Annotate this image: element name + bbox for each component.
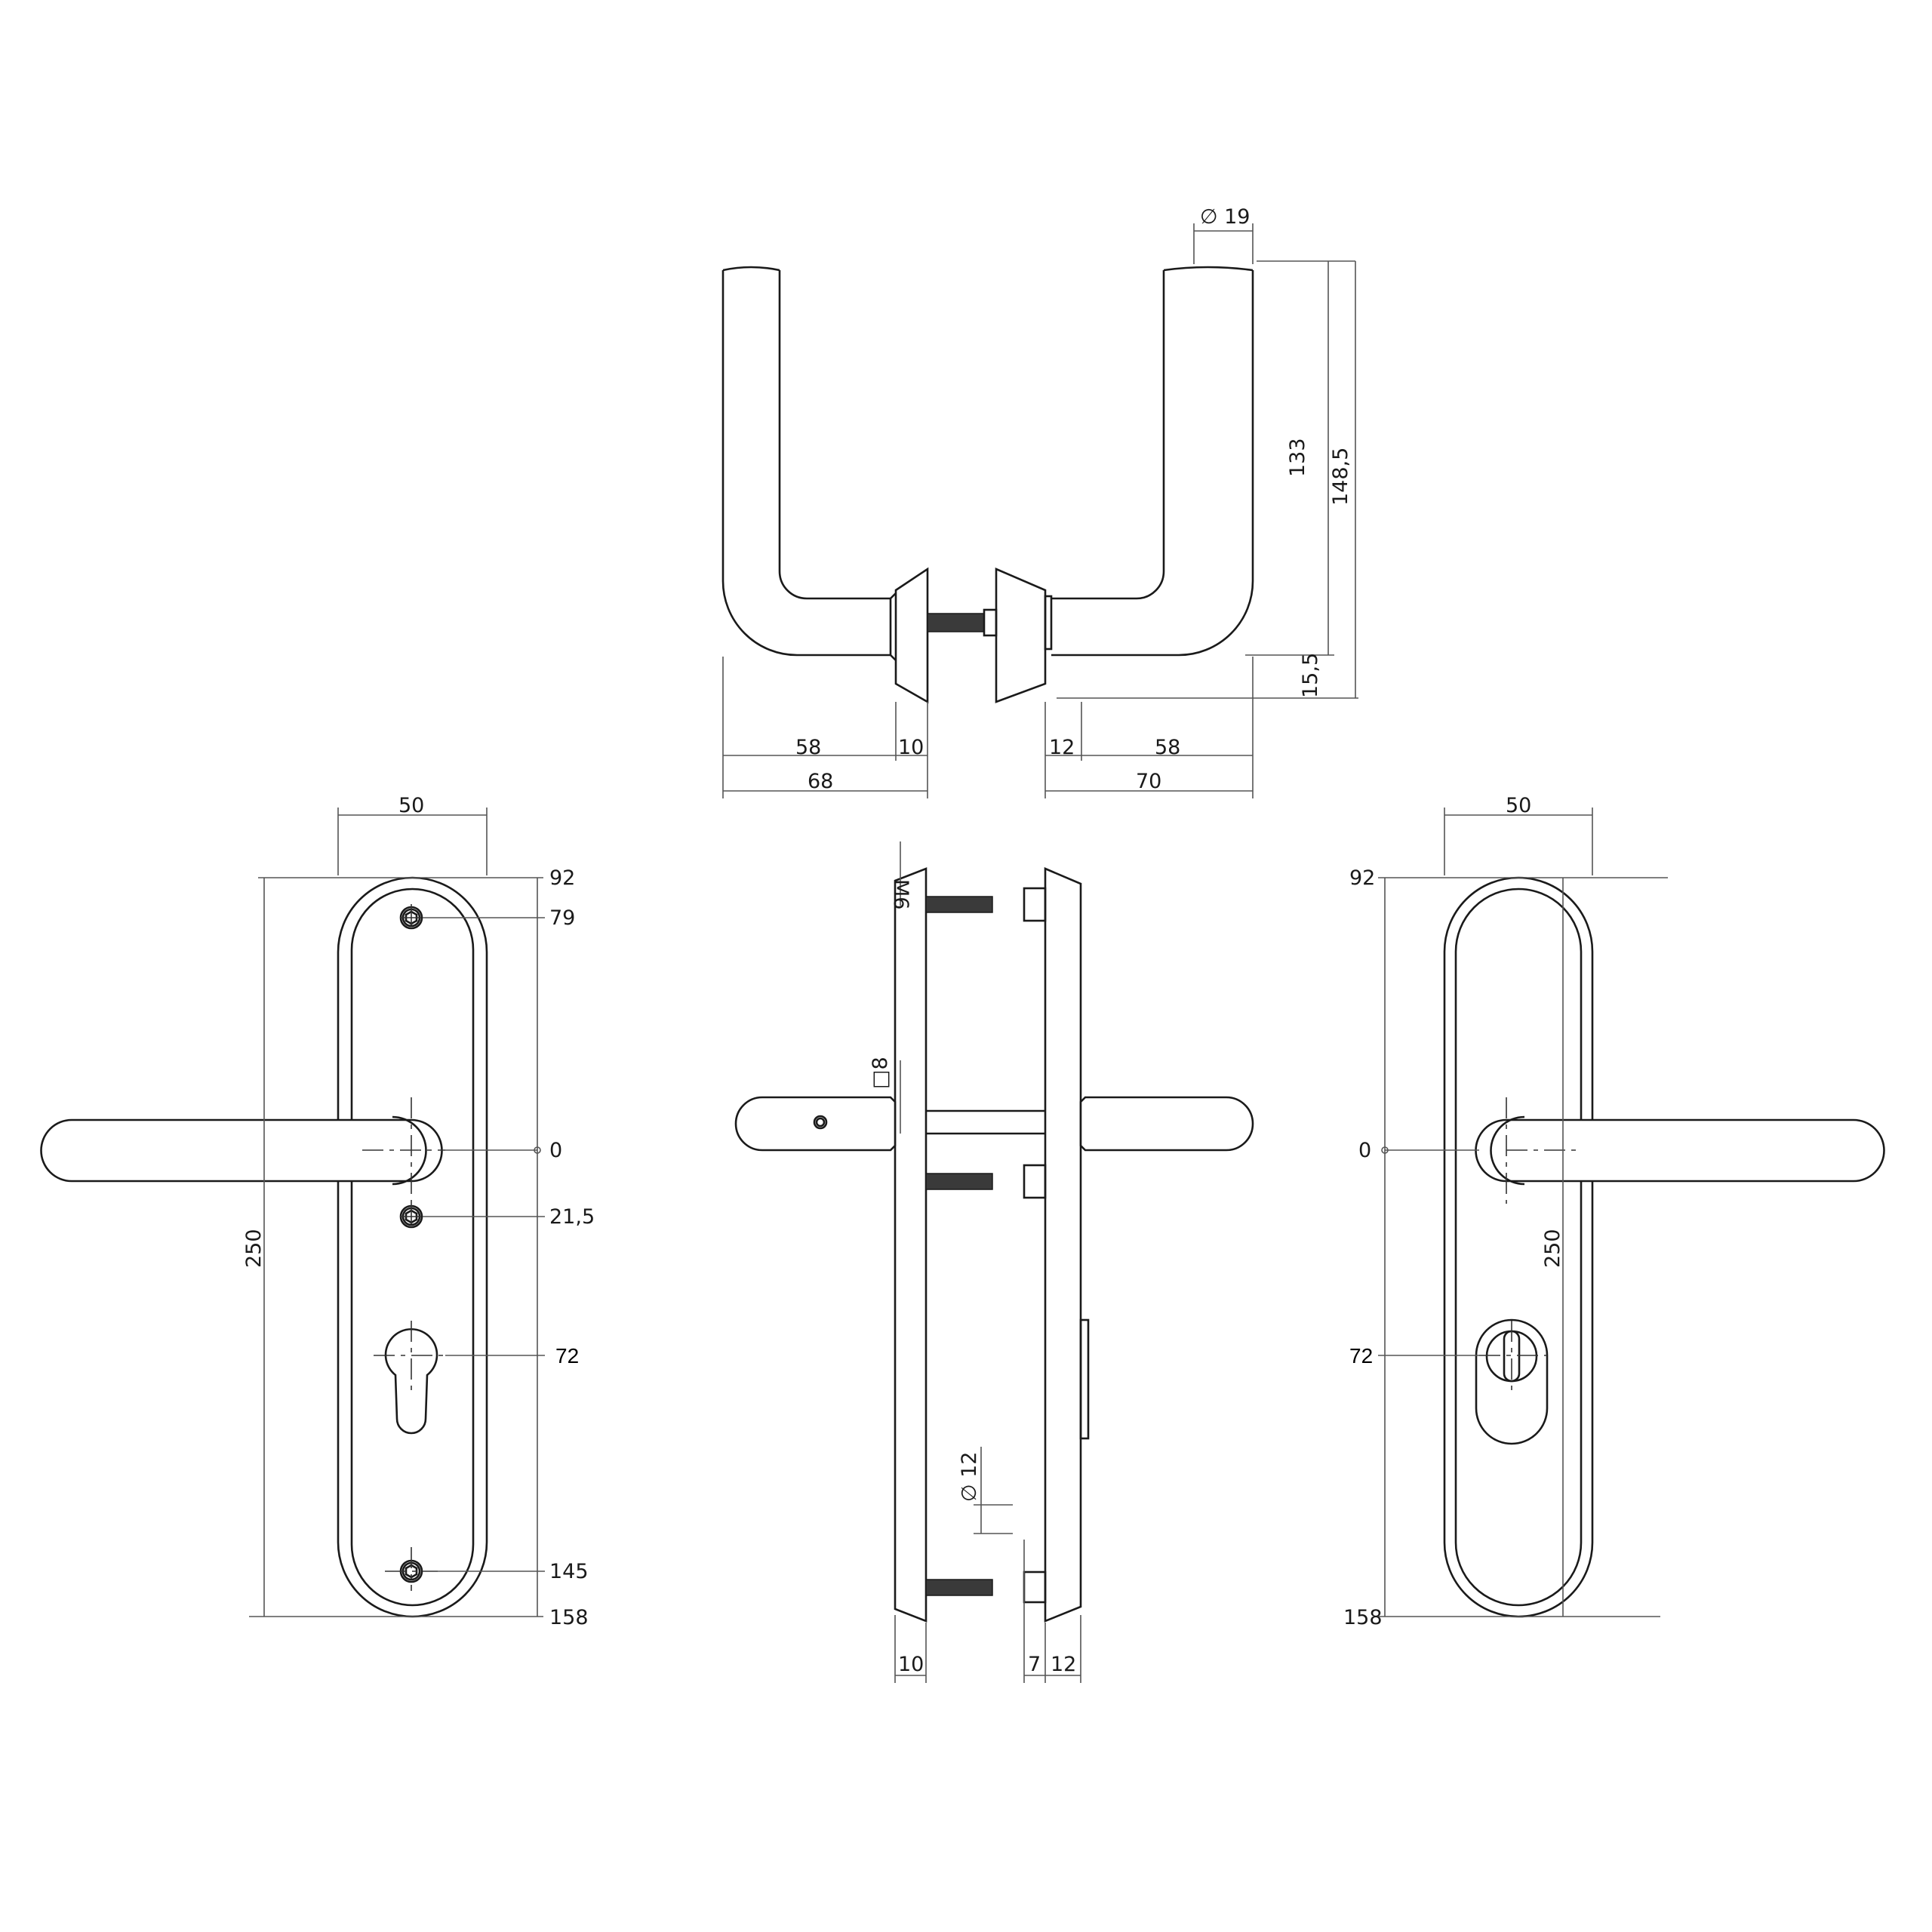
dim-right-grip: 58 — [1155, 736, 1180, 759]
dim-bolt-head-height: 7 — [1028, 1653, 1041, 1676]
dim-cylinder: 72 — [1349, 1344, 1373, 1367]
right-rose — [995, 568, 1047, 703]
front-view-right: 50 250 92 0 72 158 — [1343, 794, 1885, 1629]
dim-plate-width: 50 — [398, 794, 424, 817]
side-view: M6 □8 ∅ 12 10 7 12 — [734, 841, 1254, 1683]
top-view: ∅ 19 133 148,5 15,5 58 10 68 12 58 70 — [721, 205, 1358, 798]
dim-inner-plate-thickness: 10 — [898, 1653, 924, 1676]
dim-bolt-head-diameter: ∅ 12 — [958, 1452, 981, 1502]
plate-inner — [350, 888, 475, 1607]
lever — [1475, 1118, 1885, 1183]
dim-right-rose: 12 — [1049, 736, 1075, 759]
dim-height-inner: 133 — [1286, 438, 1309, 477]
dim-plate-width: 50 — [1506, 794, 1531, 817]
left-rose — [889, 567, 929, 704]
right-rose-collar — [1044, 595, 1053, 651]
bolt-mid-head — [1023, 1164, 1047, 1199]
dim-rose-offset: 15,5 — [1299, 653, 1322, 698]
dim-screw-bottom: 145 — [549, 1560, 589, 1583]
dim-cylinder: 72 — [555, 1344, 579, 1367]
dim-spindle: 0 — [1358, 1139, 1371, 1162]
dim-right-total: 70 — [1136, 770, 1161, 793]
spindle — [926, 1109, 1045, 1135]
cylinder-escutcheon — [1475, 1318, 1549, 1445]
left-lever-profile — [721, 270, 891, 657]
dim-screw-top: 79 — [549, 906, 575, 930]
bolt-nut — [983, 608, 998, 637]
front-view-left: 50 250 92 79 0 21,5 72 145 158 — [40, 794, 595, 1629]
inner-plate — [894, 867, 928, 1623]
dim-spindle-square: □8 — [869, 1057, 892, 1089]
dim-datum-bottom: 158 — [1343, 1606, 1383, 1629]
cylinder-cover — [1079, 1318, 1090, 1440]
dim-left-rose: 10 — [898, 736, 924, 759]
outer-plate — [1044, 867, 1082, 1623]
plate-outer — [1443, 876, 1594, 1618]
dim-datum-top: 92 — [1349, 866, 1375, 890]
lever-rose-ring — [1490, 1115, 1525, 1186]
plate-outer — [337, 876, 488, 1618]
bolt-bottom-thread — [925, 1579, 993, 1596]
spindle-thread — [927, 613, 985, 632]
keyhole — [384, 1328, 438, 1435]
side-lever-right — [1079, 1096, 1254, 1152]
dim-datum-bottom: 158 — [549, 1606, 589, 1629]
dim-screw-mid: 21,5 — [549, 1205, 595, 1229]
right-lever-cap — [1163, 266, 1254, 272]
lever-rose-ring — [392, 1115, 427, 1186]
bolt-top-head — [1023, 887, 1047, 922]
dim-height-total: 148,5 — [1329, 448, 1352, 506]
bolt-bottom-head — [1023, 1571, 1047, 1604]
grub-screw — [813, 1115, 828, 1130]
dim-plate-height: 250 — [1541, 1229, 1564, 1268]
dim-left-total: 68 — [808, 770, 833, 793]
dim-tube-diameter: ∅ 19 — [1200, 205, 1250, 229]
bolt-mid-thread — [925, 1173, 993, 1190]
dim-datum-top: 92 — [549, 866, 575, 890]
right-lever-profile — [1051, 270, 1254, 657]
plate-inner — [1454, 888, 1583, 1607]
bolt-top-thread — [925, 896, 993, 913]
dim-bolt-thread: M6 — [889, 879, 912, 909]
left-lever-cap — [722, 266, 780, 272]
dim-left-grip: 58 — [795, 736, 821, 759]
dim-spindle: 0 — [549, 1139, 562, 1162]
dim-outer-plate-thickness: 12 — [1051, 1653, 1076, 1676]
dim-plate-height: 250 — [242, 1229, 266, 1268]
